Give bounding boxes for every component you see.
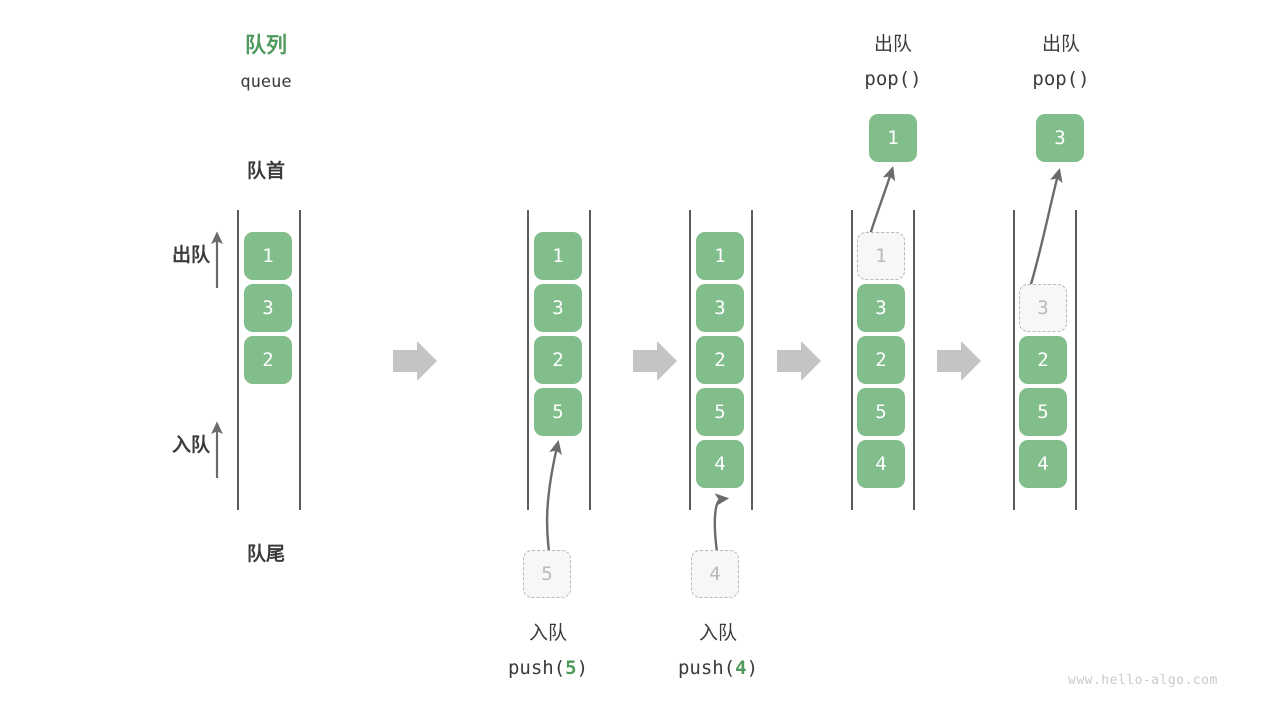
- queue-cell[interactable]: 1: [244, 232, 292, 280]
- popped-element-ghost[interactable]: 1: [857, 232, 905, 280]
- queue-cell[interactable]: 1: [696, 232, 744, 280]
- queue-cell[interactable]: 2: [534, 336, 582, 384]
- queue-rail-right: [751, 210, 753, 510]
- queue-cell[interactable]: 5: [1019, 388, 1067, 436]
- queue-cell[interactable]: 4: [857, 440, 905, 488]
- queue-cell[interactable]: 1: [534, 232, 582, 280]
- queue-cell[interactable]: 3: [696, 284, 744, 332]
- queue-rail-right: [1075, 210, 1077, 510]
- push-code-prefix: push(: [677, 657, 736, 679]
- popped-element-ghost[interactable]: 3: [1019, 284, 1067, 332]
- queue-rail-left: [527, 210, 529, 510]
- push-code-prefix: push(: [507, 657, 566, 679]
- queue-rail-left: [1013, 210, 1015, 510]
- queue-rail-right: [589, 210, 591, 510]
- queue-cell[interactable]: 3: [534, 284, 582, 332]
- queue-cell[interactable]: 5: [857, 388, 905, 436]
- transition-arrow-2: [633, 341, 677, 381]
- pop-caption-code: pop(): [864, 68, 922, 90]
- queue-cell[interactable]: 5: [696, 388, 744, 436]
- queue-rail-left: [689, 210, 691, 510]
- transition-arrow-3: [777, 341, 821, 381]
- push-caption-code: push(5): [478, 656, 618, 680]
- queue-cell[interactable]: 2: [857, 336, 905, 384]
- queue-cell[interactable]: 3: [857, 284, 905, 332]
- queue-rail-right: [913, 210, 915, 510]
- popped-element[interactable]: 1: [869, 114, 917, 162]
- push-caption-cn: 入队: [528, 623, 567, 644]
- queue-rail-left: [237, 210, 239, 510]
- queue-rail-right: [299, 210, 301, 510]
- incoming-element-ghost[interactable]: 5: [523, 550, 571, 598]
- push-5-arrow: [545, 439, 562, 566]
- queue-tail-label: 队尾: [246, 544, 285, 565]
- pop-3-arrow: [1027, 168, 1063, 292]
- pop-caption-cn: 出队: [1041, 34, 1080, 55]
- queue-cell[interactable]: 2: [244, 336, 292, 384]
- queue-rail-left: [851, 210, 853, 510]
- push-code-suffix: ): [746, 657, 759, 679]
- enqueue-axis-label: 入队: [171, 435, 210, 456]
- queue-cell[interactable]: 2: [696, 336, 744, 384]
- queue-cell[interactable]: 4: [696, 440, 744, 488]
- transition-arrow-4: [937, 341, 981, 381]
- push-code-value: 5: [565, 657, 577, 679]
- incoming-element-ghost[interactable]: 4: [691, 550, 739, 598]
- push-caption-code: push(4): [648, 656, 788, 680]
- site-watermark: www.hello-algo.com: [1068, 673, 1218, 688]
- queue-head-label: 队首: [246, 161, 285, 182]
- pop-caption-code: pop(): [1032, 68, 1090, 90]
- queue-cell[interactable]: 5: [534, 388, 582, 436]
- push-code-value: 4: [735, 657, 747, 679]
- push-code-suffix: ): [576, 657, 589, 679]
- popped-element[interactable]: 3: [1036, 114, 1084, 162]
- diagram-title-cn: 队列: [245, 34, 287, 57]
- queue-cell[interactable]: 3: [244, 284, 292, 332]
- pop-caption-cn: 出队: [873, 34, 912, 55]
- diagram-title-en: queue: [240, 72, 292, 92]
- dequeue-axis-label: 出队: [171, 245, 210, 266]
- pop-1-arrow: [867, 166, 896, 239]
- push-caption-cn: 入队: [698, 623, 737, 644]
- queue-cell[interactable]: 2: [1019, 336, 1067, 384]
- queue-cell[interactable]: 4: [1019, 440, 1067, 488]
- transition-arrow-1: [393, 341, 437, 381]
